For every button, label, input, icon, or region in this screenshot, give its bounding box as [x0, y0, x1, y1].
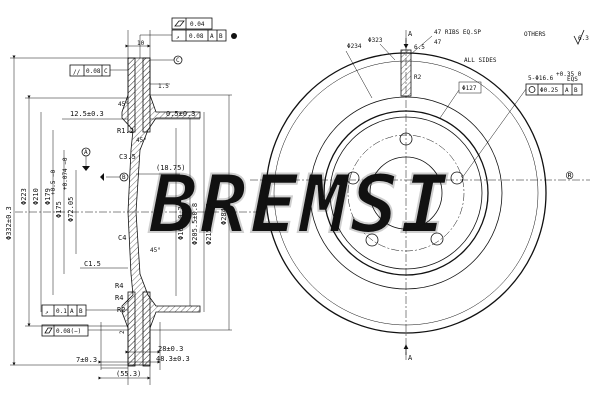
flatness-frame: 0.04	[171, 17, 213, 30]
dimension-label: Φ165±0.2	[177, 206, 185, 240]
dimension-label: R2	[414, 74, 422, 81]
datum-b-marker: B	[100, 172, 129, 182]
dimension-label: 2	[119, 330, 126, 334]
bolt-holes	[346, 132, 464, 247]
dimension-label: 48.3±0.3	[156, 355, 190, 363]
front-view: A A 47 RIBS EQ.SP 47 ALL SIDES 6.5 R2 OT…	[250, 29, 590, 362]
outer-ring-bottom	[142, 291, 151, 367]
inner-ring-top	[127, 57, 136, 133]
dimension-label: 47	[434, 39, 442, 46]
bremsi-watermark: BREMSI ®	[148, 157, 574, 252]
dimension-label: Φ127	[462, 85, 477, 92]
bolt-hole-3	[430, 232, 444, 246]
outer-ring-top	[142, 57, 151, 133]
dimension-label: 28±0.3	[158, 345, 183, 353]
dimension-label: 12.5±0.3	[70, 110, 104, 118]
dimension-label: 10	[137, 40, 145, 47]
friction-ring-inner	[309, 96, 503, 290]
dimension-label: +0.074 −0	[62, 157, 69, 190]
dimension-label: +0.35 0	[556, 71, 582, 78]
bolt-hole-1	[399, 132, 413, 146]
dimension-label: 0.08(−)	[56, 328, 81, 335]
dimension-label: B	[79, 308, 83, 315]
section-view: 0.04 ↗ 0.08 A B // 0.08 C 10 1.5	[5, 17, 260, 385]
dimension-label: A	[408, 30, 413, 38]
bolt-hole-2	[450, 171, 464, 185]
dimension-label: EQS	[567, 76, 578, 83]
dimension-label: ALL SIDES	[464, 57, 497, 64]
dimension-label: 0.1	[56, 308, 67, 315]
dimension-label: B	[122, 174, 126, 181]
runout-frame-top: ↗ 0.08 A B	[139, 29, 237, 58]
dimension-label: C3.5	[119, 153, 136, 161]
dimension-label: OTHERS	[524, 31, 546, 38]
dimension-label: Φ332±0.3	[5, 206, 13, 240]
dimension-label: 47 RIBS EQ.SP	[434, 29, 481, 36]
dimension-label: C	[176, 57, 180, 64]
dimension-label: B	[574, 87, 578, 94]
hat-section-profile	[121, 57, 201, 366]
dimension-label: 0.5±0.3	[166, 110, 196, 118]
hole-position-callout: 5-Φ16.6 +0.35 0 EQS Φ0.25 A B	[461, 71, 583, 179]
dimension-label: BREMSI	[149, 158, 451, 251]
flatness-frame-bottom: 0.08(−)	[41, 324, 128, 337]
dimension-label: (18.75)	[156, 164, 186, 172]
bolt-circle	[347, 134, 465, 252]
inner-ring-bottom	[127, 291, 136, 367]
hat-outer	[323, 110, 489, 276]
dimension-label: A	[408, 354, 413, 362]
dimension-label: C	[104, 68, 108, 75]
dimension-label: 5-Φ16.6	[528, 75, 554, 82]
dimension-label: Φ323	[368, 37, 383, 44]
dimension-label: C1.5	[84, 260, 101, 268]
dimension-label: R1.2	[117, 127, 134, 135]
dimension-label: 6.3	[578, 35, 589, 42]
dimension-label: Φ284	[220, 208, 228, 225]
dimension-label: Φ179	[44, 188, 52, 205]
dimension-label: A	[210, 33, 214, 40]
bolt-hole-5	[346, 171, 360, 185]
dimension-label: Φ0.25	[540, 87, 558, 94]
dimension-label: R4	[115, 294, 123, 302]
dimension-label: Φ215.5±0.8	[205, 203, 213, 245]
dimension-label: 0.08	[189, 33, 204, 40]
runout-frame-bottom: ↗ 0.1 A B	[41, 304, 128, 317]
dimension-label: Φ205.5±0.8	[191, 203, 199, 245]
dimension-label: ®	[566, 169, 574, 183]
dimension-label: Φ72.05	[67, 197, 75, 222]
dimension-label: B	[219, 33, 223, 40]
dimension-label: A	[565, 87, 569, 94]
dimension-label: 45°	[136, 137, 147, 144]
dimension-label: 6.5	[414, 44, 425, 51]
dimension-label: 0.08	[86, 68, 101, 75]
bolt-hole-4	[365, 233, 379, 247]
dimension-label: C4	[118, 234, 126, 242]
dimension-label: Φ175	[55, 201, 63, 218]
dimension-label: Φ223	[20, 188, 28, 205]
dimension-label: Φ210	[32, 188, 40, 205]
parallel-frame: // 0.08 C	[69, 64, 128, 77]
dimension-label: (55.3)	[116, 370, 141, 378]
dimension-label: 7±0.3	[76, 356, 97, 364]
dimension-label: //	[73, 69, 81, 76]
dimension-label: R4	[115, 282, 123, 290]
dimension-label: A	[70, 308, 74, 315]
datum-a-marker: A	[81, 147, 91, 171]
center-bore	[369, 156, 443, 230]
cooling-rib-detail	[400, 49, 412, 97]
dimension-label: 0.04	[190, 21, 205, 28]
dimension-label: ↗	[45, 309, 49, 316]
dimension-label: 45°	[118, 101, 129, 108]
dimension-label: Φ234	[347, 43, 362, 50]
dimension-label: 45°	[150, 247, 161, 254]
dimension-label: +0.5 −0	[50, 169, 57, 195]
dimension-label: 1.5	[158, 83, 169, 90]
dimension-label: A	[84, 149, 88, 156]
dimension-label: ↗	[176, 34, 180, 41]
